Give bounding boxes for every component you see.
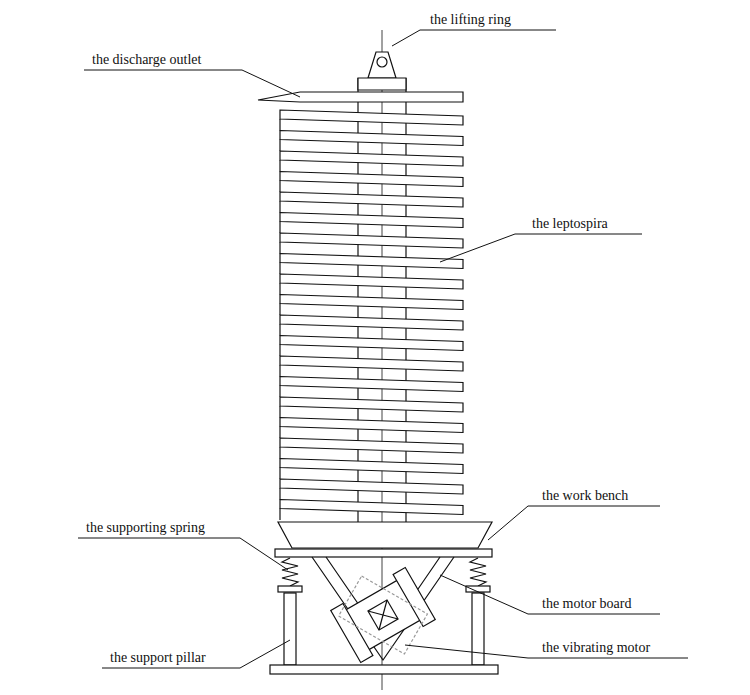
part-label: the leptospira: [530, 216, 610, 232]
part-label: the supporting spring: [84, 520, 207, 536]
spiral-tray: [280, 233, 463, 248]
bench-plate: [275, 549, 492, 557]
tray-edge: [279, 140, 280, 152]
supporting-spring: [282, 558, 298, 586]
part-label: the motor board: [540, 596, 633, 612]
tray-edge: [279, 160, 280, 172]
leader-lines: [78, 30, 688, 668]
support-pillar: [472, 593, 484, 665]
spiral-tray: [280, 479, 463, 494]
tray-edge: [279, 263, 280, 275]
tray-edge: [279, 324, 280, 336]
tray-edge: [279, 365, 280, 377]
part-label: the support pillar: [108, 650, 208, 666]
vibrating-motor-hidden: [339, 576, 428, 654]
spiral-tray: [280, 377, 463, 392]
tray-edge: [279, 181, 280, 193]
leader-line: [440, 234, 642, 262]
spring-seat: [278, 586, 302, 592]
column-top: [358, 78, 406, 90]
elevator-body: [258, 30, 498, 690]
vibrating-motor: [331, 568, 435, 663]
tray-edge: [279, 427, 280, 439]
part-label: the work bench: [540, 488, 630, 504]
leader-line: [102, 640, 290, 668]
spiral-tray: [280, 213, 463, 228]
leader-line: [392, 30, 556, 46]
tray-edge: [279, 283, 280, 295]
support-pillar: [284, 593, 296, 665]
spiral-tray: [280, 131, 463, 146]
part-label: the lifting ring: [428, 12, 513, 28]
spiral-tray: [280, 172, 463, 187]
spiral-tray: [280, 254, 463, 269]
tray-edge: [279, 345, 280, 357]
work-bench: [278, 522, 492, 548]
tray-edge: [279, 406, 280, 418]
spiral-tray: [280, 110, 463, 125]
spiral-tray: [280, 151, 463, 166]
tray-edge: [279, 222, 280, 234]
spring-seat: [466, 586, 490, 592]
spiral-tray: [280, 397, 463, 412]
tray-edge: [279, 468, 280, 480]
spiral-tray: [280, 438, 463, 453]
tray-edge: [279, 447, 280, 459]
spiral-tray: [280, 192, 463, 207]
leader-line: [78, 538, 288, 570]
spiral-tray: [280, 295, 463, 310]
tray-edge: [279, 242, 280, 254]
spiral-trays: [280, 110, 463, 520]
spiral-tray: [280, 336, 463, 351]
base-plate: [270, 665, 498, 674]
leader-line: [440, 575, 660, 614]
tray-edge: [279, 201, 280, 213]
spiral-tray: [280, 274, 463, 289]
lifting-ring: [368, 52, 396, 78]
lifting-ring-hole: [377, 57, 387, 67]
tray-edge: [279, 386, 280, 398]
supporting-spring: [470, 558, 486, 586]
part-label: the discharge outlet: [90, 52, 203, 68]
discharge-outlet: [258, 92, 463, 102]
tray-edge: [279, 119, 280, 131]
spiral-tray: [280, 356, 463, 371]
tray-edge: [279, 509, 280, 521]
spiral-tray: [280, 418, 463, 433]
tray-edge: [279, 304, 280, 316]
column-line: [357, 78, 358, 548]
column-line: [405, 78, 406, 548]
spiral-tray: [280, 315, 463, 330]
part-label: the vibrating motor: [540, 640, 652, 656]
spiral-tray: [280, 459, 463, 474]
spiral-tray: [280, 500, 463, 515]
leader-line: [84, 70, 300, 97]
tray-edge: [279, 488, 280, 500]
leader-line: [488, 506, 660, 540]
